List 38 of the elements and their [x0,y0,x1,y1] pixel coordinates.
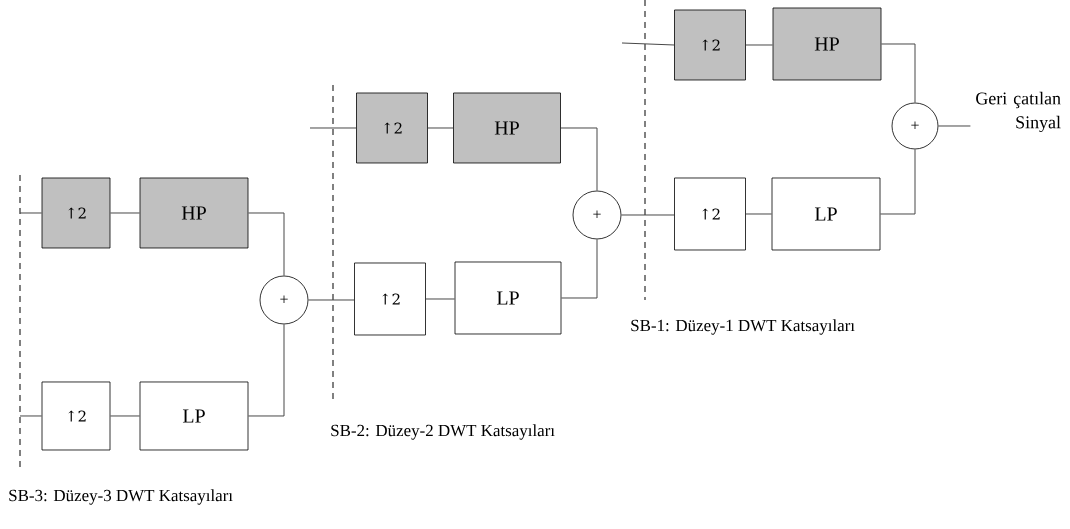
filter-box: HP [139,177,249,249]
connector-line [109,415,141,417]
summing-junction: + [572,190,622,240]
section-caption: SB-3: Düzey-3 DWT Katsayıları [9,489,233,505]
connector-line [425,298,456,300]
summing-junction: + [259,275,309,325]
connector-line [247,323,285,417]
filter-box: LP [771,177,881,251]
connector-line [19,415,43,417]
upsampler-box: ↑2 [41,177,111,249]
filter-box: LP [139,381,249,451]
connector-line [745,213,773,215]
connector-line [307,299,355,301]
upsampler-box: ↑2 [354,262,426,336]
upsampler-box: ↑2 [674,177,746,251]
output-label: Geri çatılan Sinyal [976,91,1061,133]
connector-line [19,212,43,214]
upsampler-box: ↑2 [41,381,111,451]
connector-line [560,127,598,192]
section-caption: SB-1: Düzey-1 DWT Katsayıları [631,319,855,335]
connector-line [879,148,916,215]
filter-box: HP [772,7,882,81]
connector-line [309,127,357,129]
filter-box: HP [453,92,561,164]
upsampler-box: ↑2 [674,9,746,81]
connector-line [560,238,598,299]
connector-line [427,127,454,129]
connector-line [109,212,141,214]
filter-box: LP [454,261,562,335]
connector-line [247,212,285,277]
connector-line [620,214,675,216]
section-caption: SB-2: Düzey-2 DWT Katsayıları [331,424,555,440]
connector-line [621,42,675,46]
connector-line [880,43,916,104]
summing-junction: + [891,102,939,150]
upsampler-box: ↑2 [356,92,428,164]
connector-line [937,125,971,127]
connector-line [745,44,774,46]
